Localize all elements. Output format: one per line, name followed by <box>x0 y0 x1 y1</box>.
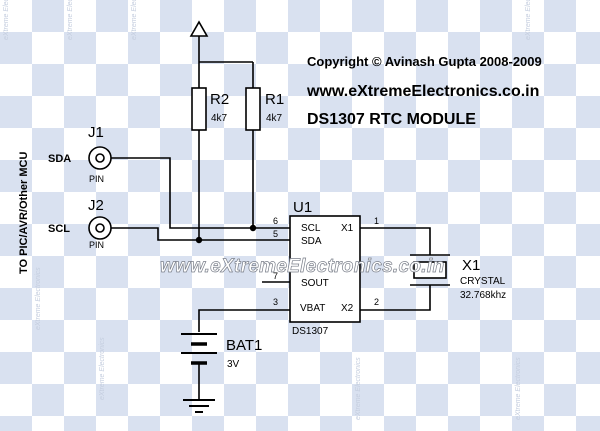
j1-ref: J1 <box>88 124 104 141</box>
resistor-icon <box>191 87 207 131</box>
scl-wire <box>111 227 290 241</box>
x2-wire <box>360 285 431 311</box>
battery-value: 3V <box>227 359 240 370</box>
ic-part-label: DS1307 <box>292 326 329 337</box>
watermark-tile: eXtreme Electronics <box>35 267 42 330</box>
center-watermark: www.eXtremeElectronics.co.in <box>160 256 444 277</box>
battery-bat1: BAT1 3V <box>181 333 262 370</box>
pin-vbat-name: VBAT <box>300 303 325 314</box>
junction-dot <box>195 236 203 244</box>
j2-type: PIN <box>89 240 104 250</box>
r1-value: 4k7 <box>266 113 283 124</box>
ground-icon <box>183 399 215 413</box>
pin-sda-name: SDA <box>301 236 322 247</box>
watermark-tile: eXtreme Electronics <box>67 0 74 40</box>
crystal-freq: 32.768khz <box>460 290 506 301</box>
pin-x1-num: 1 <box>374 216 379 226</box>
r2-value: 4k7 <box>211 113 228 124</box>
vbat-wire <box>198 309 290 332</box>
pin-x2-name: X2 <box>341 303 354 314</box>
junction-dot <box>249 224 257 232</box>
j2-ref: J2 <box>88 197 104 214</box>
watermark-tile: eXtreme Electronics <box>131 0 138 40</box>
r1-ref: R1 <box>265 91 284 108</box>
connector-j1: J1 SDA PIN <box>48 124 112 184</box>
j1-type: PIN <box>89 174 104 184</box>
crystal-icon <box>413 261 447 279</box>
r2-ref: R2 <box>210 91 229 108</box>
copyright-text: Copyright © Avinash Gupta 2008-2009 <box>307 54 542 69</box>
pin-scl-num: 6 <box>273 216 278 226</box>
x1-wire <box>360 227 431 255</box>
pin-scl-name: SCL <box>301 223 321 234</box>
crystal-ref: X1 <box>462 257 480 274</box>
watermark-tile: eXtreme Electronics <box>3 0 10 40</box>
watermark-tile: eXtreme Electronics <box>99 337 106 400</box>
vcc-arrow-icon <box>189 20 209 62</box>
sda-wire <box>111 157 290 229</box>
watermark-tiles: eXtreme Electronics eXtreme Electronics … <box>3 0 532 420</box>
pin-x2-num: 2 <box>374 297 379 307</box>
crystal-type: CRYSTAL <box>460 276 506 287</box>
resistor-r1: R1 4k7 <box>245 87 284 131</box>
battery-ref: BAT1 <box>226 337 262 354</box>
website-text: www.eXtremeElectronics.co.in <box>306 83 539 100</box>
watermark-tile: eXtreme Electronics <box>515 357 522 420</box>
mcu-side-label: TO PIC/AVR/Other MCU <box>18 152 30 274</box>
watermark-tile: eXtreme Electronics <box>355 357 362 420</box>
pin-vbat-num: 3 <box>273 297 278 307</box>
pin-sout-num: 7 <box>273 271 278 281</box>
u1-ref: U1 <box>293 199 312 216</box>
crystal-x1: X1 CRYSTAL 32.768khz <box>410 254 506 301</box>
j1-signal: SDA <box>48 153 71 165</box>
pin-sda-num: 5 <box>273 229 278 239</box>
pin-sout-name: SOUT <box>301 278 329 289</box>
pin-x1-name: X1 <box>341 223 354 234</box>
watermark-tile: eXtreme Electronics <box>525 0 532 40</box>
module-title: DS1307 RTC MODULE <box>307 111 476 128</box>
connector-j2: J2 SCL PIN <box>48 197 112 250</box>
j2-signal: SCL <box>48 223 70 235</box>
resistor-icon <box>245 87 261 131</box>
resistor-r2: R2 4k7 <box>191 87 229 131</box>
ic-u1: U1 SCL SDA SOUT VBAT X1 X2 DS1307 6 5 7 … <box>262 199 379 337</box>
